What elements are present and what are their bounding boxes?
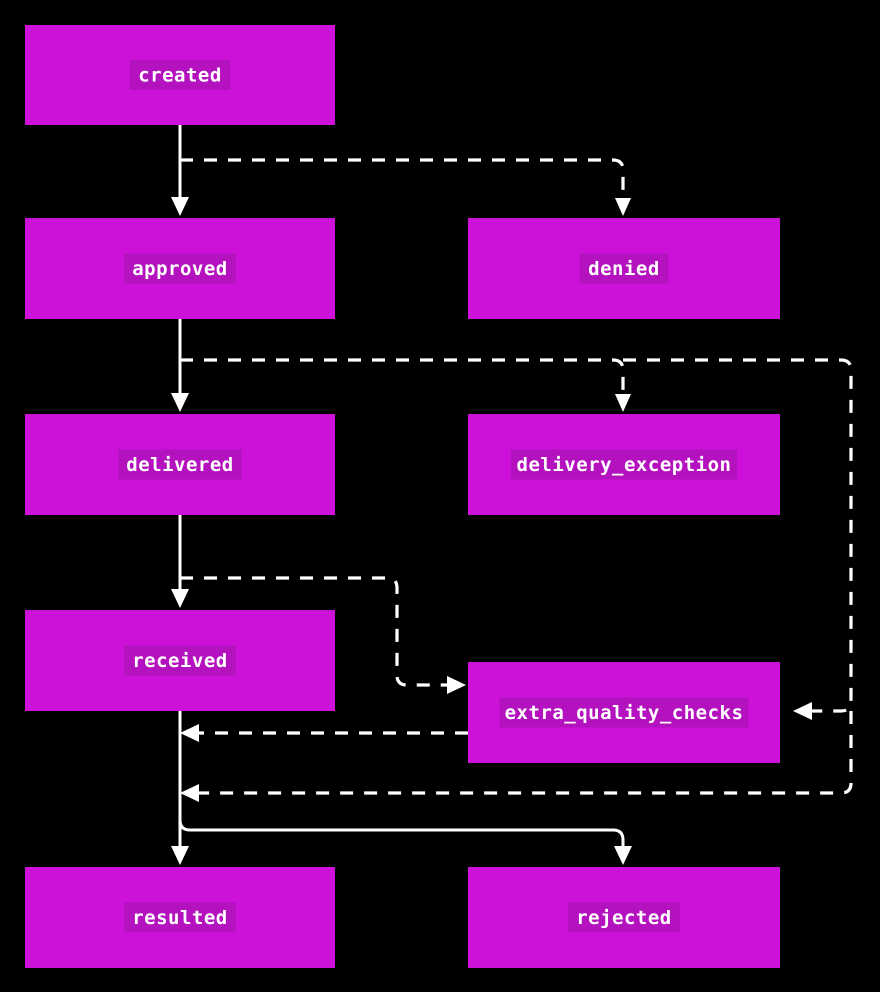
edge-approved-delivery-exception-arrowhead [615, 394, 631, 412]
state-node-label-bg-denied [579, 253, 669, 284]
edge-approved-delivery-exception [180, 358, 631, 412]
state-node-label-rejected: rejected [576, 907, 672, 929]
edge-delivered-extra-quality-checks-arrowhead [447, 676, 466, 694]
state-node-received[interactable]: received [25, 610, 335, 711]
state-node-label-bg-created [129, 60, 231, 90]
edge-created-approved-arrowhead [171, 197, 189, 216]
edge-approved-extra-quality-checks-line [623, 358, 853, 713]
state-node-label-bg-rejected [568, 902, 680, 933]
state-node-label-denied: denied [588, 258, 660, 280]
state-node-delivered[interactable]: delivered [25, 414, 335, 515]
state-node-label-bg-approved [124, 253, 236, 284]
state-node-label-bg-delivery_exception [510, 449, 738, 480]
state-node-resulted[interactable]: resulted [25, 867, 335, 968]
state-node-label-bg-resulted [124, 902, 236, 933]
edge-created-denied-arrowhead [615, 198, 631, 216]
edge-received-resulted [171, 711, 189, 865]
state-node-label-bg-received [124, 645, 236, 676]
state-node-label-created: created [138, 65, 222, 87]
state-node-label-delivery_exception: delivery_exception [517, 454, 732, 476]
edge-approved-extra-quality-checks-arrowhead [793, 702, 812, 720]
edge-created-denied-line [180, 158, 625, 202]
edge-approved-delivered [171, 319, 189, 412]
edge-delivered-received-arrowhead [171, 589, 189, 608]
edge-delivered-extra-quality-checks-line [180, 576, 453, 687]
state-node-approved[interactable]: approved [25, 218, 335, 319]
edge-received-rejected [178, 819, 632, 865]
edge-created-denied [180, 158, 631, 216]
edge-extra-quality-checks-received-arrowhead [180, 724, 199, 742]
state-node-delivery_exception[interactable]: delivery_exception [468, 414, 780, 515]
edge-created-approved [171, 125, 189, 216]
edge-right-loop-received [180, 711, 853, 802]
edge-right-loop-received-line [193, 711, 853, 795]
state-node-extra_quality_checks[interactable]: extra_quality_checks [468, 662, 780, 763]
edge-delivered-received [171, 515, 189, 608]
edge-approved-extra-quality-checks [623, 358, 853, 720]
edge-received-rejected-line [178, 819, 625, 852]
state-node-label-bg-delivered [118, 449, 242, 480]
state-node-label-approved: approved [132, 258, 228, 280]
edge-received-resulted-arrowhead [171, 846, 189, 865]
state-node-created[interactable]: created [25, 25, 335, 125]
edge-received-rejected-arrowhead [614, 846, 632, 865]
state-node-denied[interactable]: denied [468, 218, 780, 319]
state-node-label-extra_quality_checks: extra_quality_checks [505, 702, 744, 724]
state-node-label-resulted: resulted [132, 907, 228, 929]
edge-approved-delivered-arrowhead [171, 393, 189, 412]
state-node-label-delivered: delivered [126, 454, 233, 476]
nodes-layer: created approved denied delivered delivery_e… [25, 25, 780, 968]
state-node-rejected[interactable]: rejected [468, 867, 780, 968]
edge-extra-quality-checks-received [180, 724, 468, 742]
edges-layer [171, 125, 853, 865]
state-node-label-bg-extra_quality_checks [499, 697, 749, 728]
state-node-label-received: received [132, 650, 228, 672]
edge-approved-delivery-exception-line [180, 358, 625, 398]
edge-delivered-extra-quality-checks [180, 576, 466, 694]
edge-right-loop-received-arrowhead [180, 784, 199, 802]
